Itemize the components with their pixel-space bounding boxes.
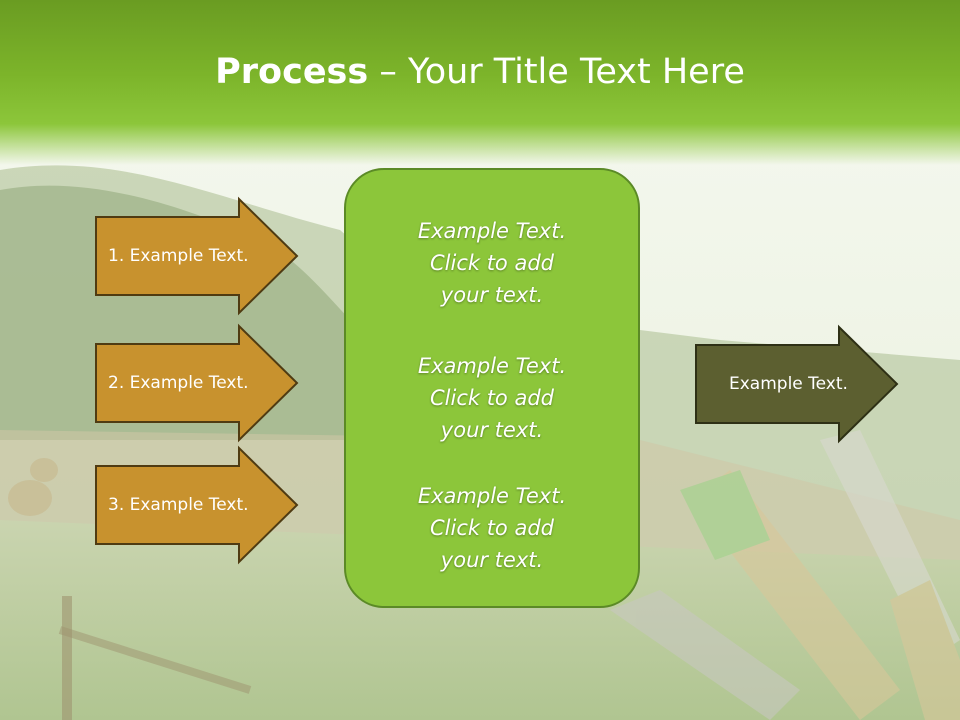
result-label: Example Text. (729, 374, 848, 394)
slide-title: Process – Your Title Text Here (0, 52, 960, 92)
arrow-right-icon (95, 196, 299, 316)
title-bar (0, 0, 960, 165)
title-bold: Process (215, 52, 369, 92)
arrow-right-icon (95, 323, 299, 443)
process-step-arrow-3[interactable]: 3. Example Text. (95, 445, 299, 565)
process-step-label: 3. Example Text. (108, 495, 249, 515)
process-step-arrow-2[interactable]: 2. Example Text. (95, 323, 299, 443)
process-step-label: 1. Example Text. (108, 246, 249, 266)
result-arrow[interactable]: Example Text. (695, 324, 899, 444)
center-text-line: Example Text. (417, 219, 567, 243)
center-text-line: Click to add (429, 516, 554, 540)
center-text-block-2: Example Text. Click to add your text. (346, 350, 638, 446)
center-text-line: Example Text. (417, 354, 567, 378)
title-rest: – Your Title Text Here (368, 52, 745, 92)
center-text-line: Click to add (429, 251, 554, 275)
center-text-block-1: Example Text. Click to add your text. (346, 215, 638, 311)
center-text-line: your text. (440, 418, 544, 442)
process-step-label: 2. Example Text. (108, 373, 249, 393)
center-text-line: your text. (440, 283, 544, 307)
center-text-block-3: Example Text. Click to add your text. (346, 480, 638, 576)
arrow-right-icon (695, 324, 899, 444)
process-step-arrow-1[interactable]: 1. Example Text. (95, 196, 299, 316)
center-text-line: Example Text. (417, 484, 567, 508)
center-text-line: Click to add (429, 386, 554, 410)
center-text-box[interactable]: Example Text. Click to add your text. Ex… (344, 168, 640, 608)
arrow-right-icon (95, 445, 299, 565)
center-text-line: your text. (440, 548, 544, 572)
